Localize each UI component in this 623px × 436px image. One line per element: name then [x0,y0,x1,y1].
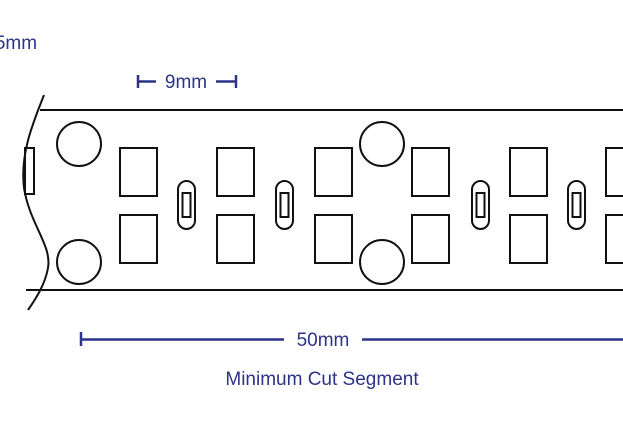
led-pad [119,214,158,264]
led-pad [216,147,255,197]
resistors [177,180,586,230]
width-dimension-label: 3.5mm [0,33,37,54]
led-pad [605,147,623,197]
led-pad [509,147,548,197]
led-pad [411,147,450,197]
cut-caption: Minimum Cut Segment [225,369,419,390]
mounting-hole [56,239,102,285]
led-pad [509,214,548,264]
mounting-hole [359,121,405,167]
pitch-dimension-label: 9mm [165,72,207,93]
strip-end-tab [24,147,35,195]
led-pad [216,214,255,264]
resistor [471,180,490,230]
led-pad [605,214,623,264]
led-pad [314,214,353,264]
mounting-hole [56,121,102,167]
strip-cut-end [22,94,50,311]
resistor [177,180,196,230]
cut-length-label: 50mm [297,330,350,351]
led-pad [314,147,353,197]
resistor [567,180,586,230]
led-pad [411,214,450,264]
cut-length-dimension [79,332,623,346]
led-pads [119,147,623,264]
led-pad [119,147,158,197]
resistor [275,180,294,230]
strip [22,94,623,311]
mounting-hole [359,239,405,285]
pitch-dimension [136,75,238,88]
mounting-holes [56,121,405,285]
